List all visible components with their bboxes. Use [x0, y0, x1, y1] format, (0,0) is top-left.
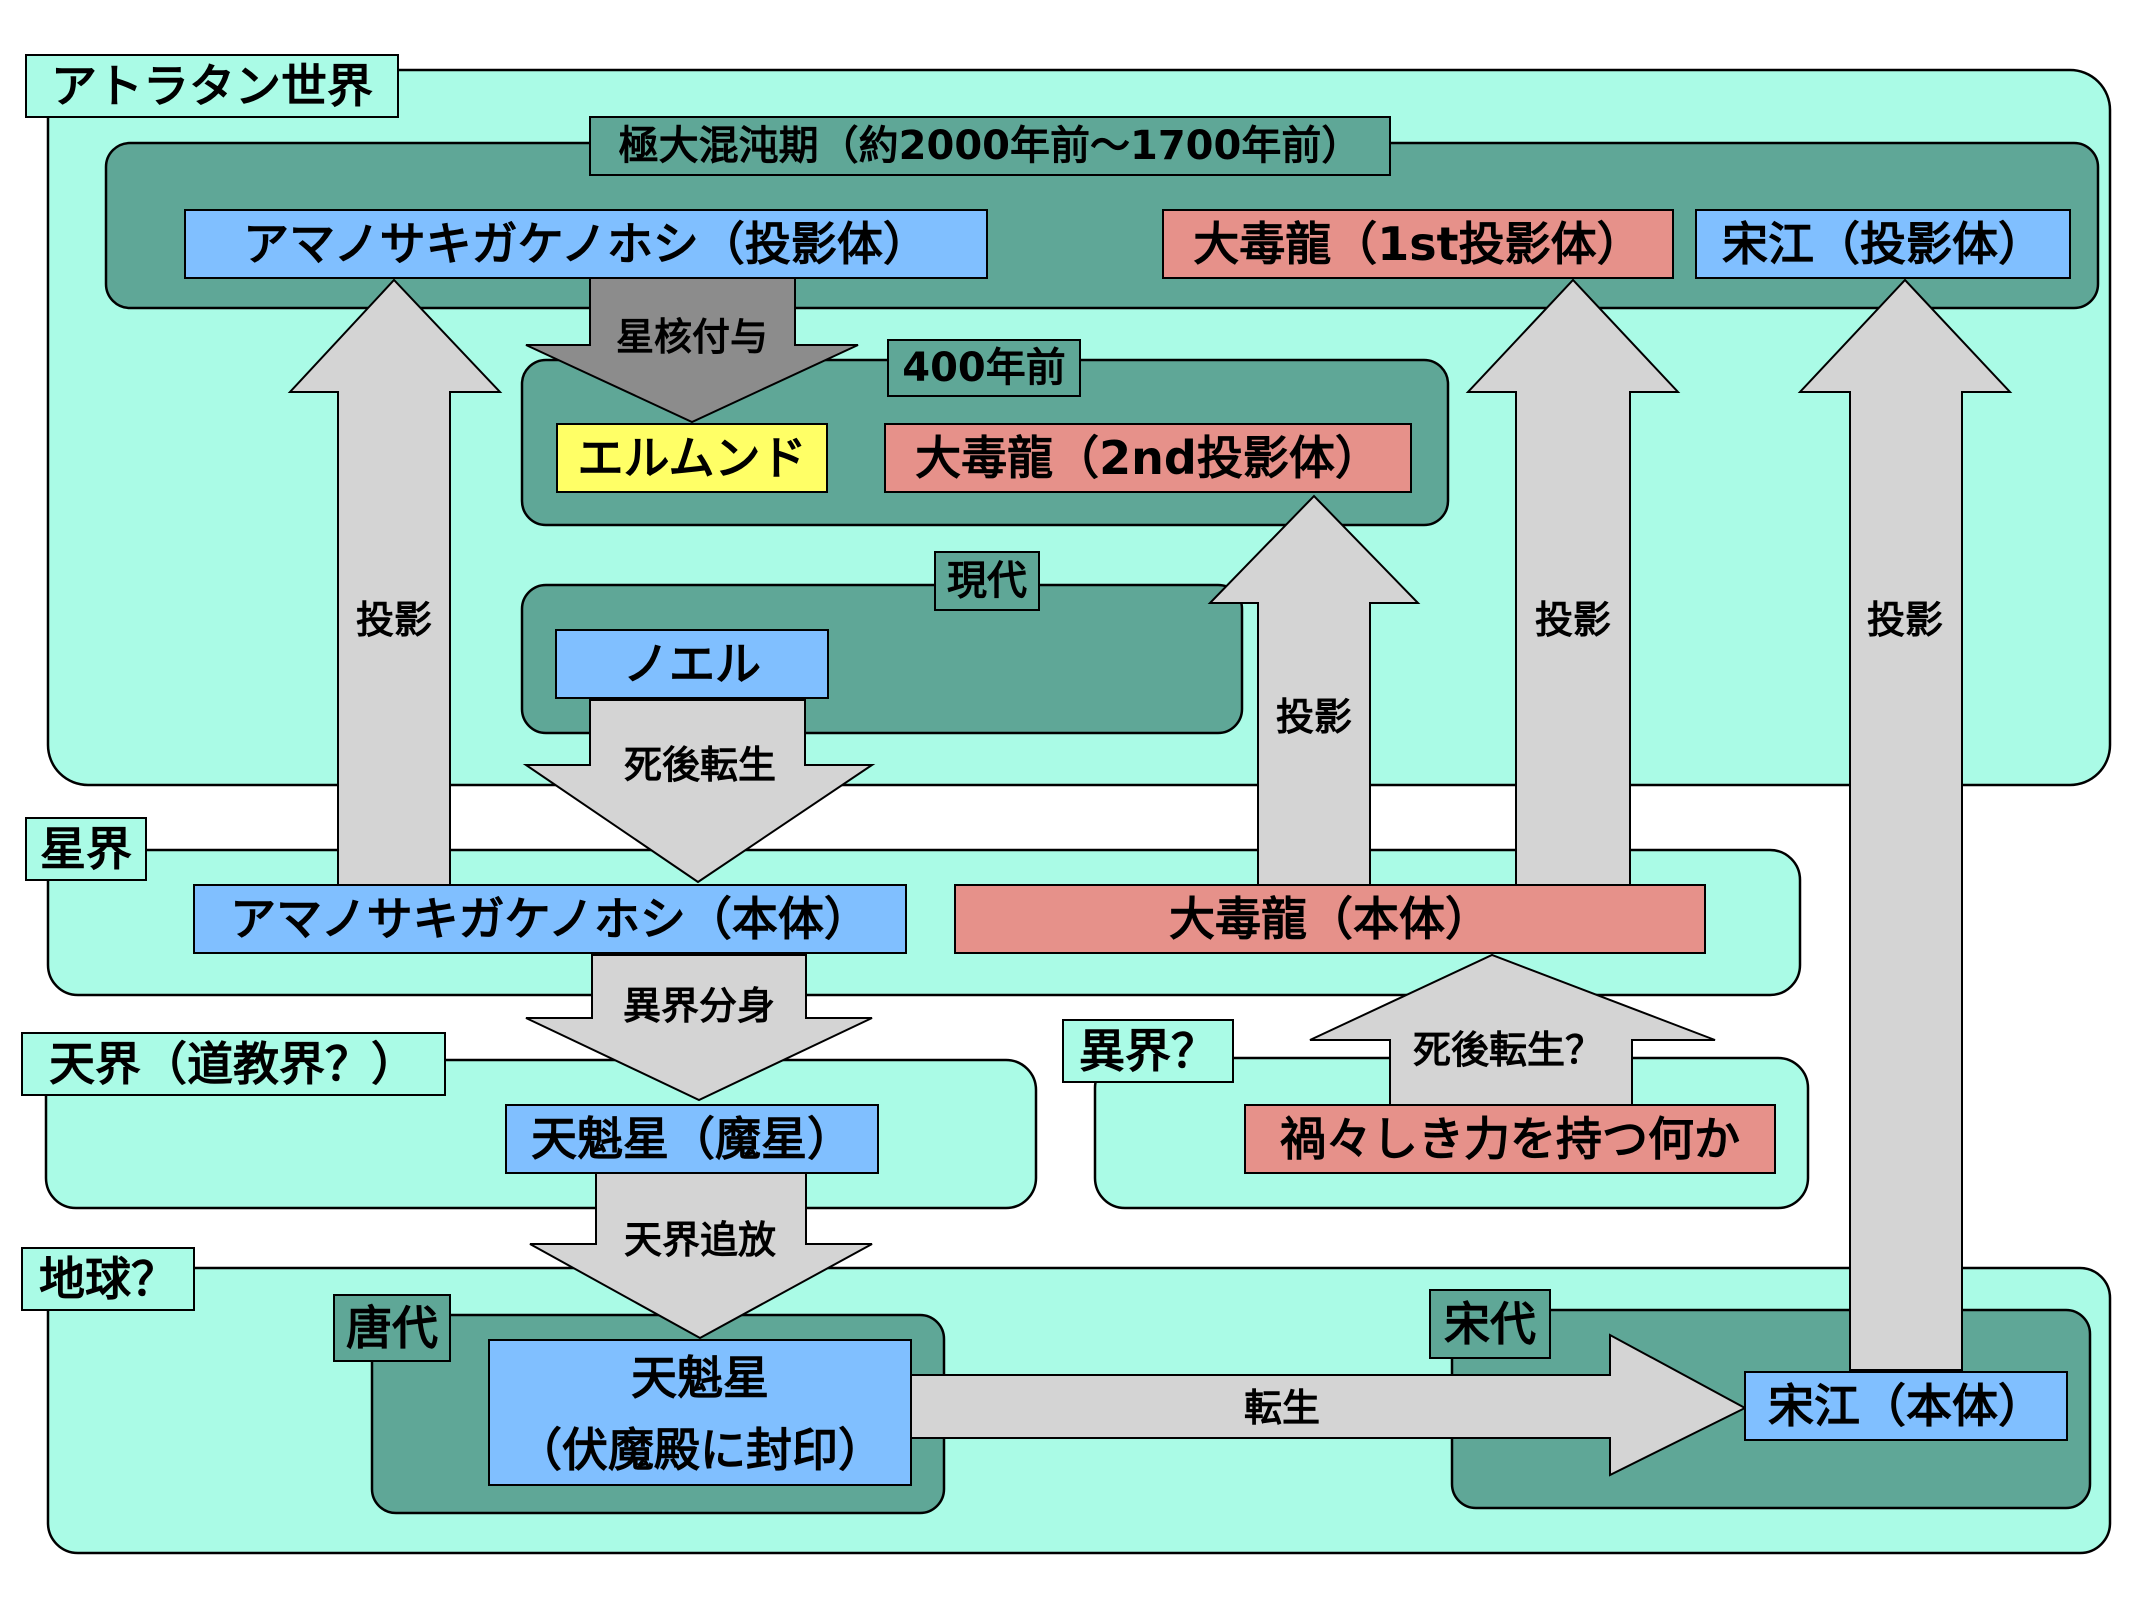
- label-400-text: 400年前: [902, 345, 1066, 391]
- arrow-reincarnation: [909, 1333, 1748, 1477]
- node-amano-projection-text: アマノサキガケノホシ（投影体）: [243, 217, 929, 271]
- arrow-projection-songjiang: [1797, 278, 2013, 1371]
- arrow-otherworld-split-label: 異界分身: [623, 984, 775, 1028]
- arrow-projection-dragon-1st: [1465, 278, 1681, 886]
- node-tenkaisei: [505, 1104, 879, 1174]
- label-kyokudai-text: 極大混沌期（約2000年前〜1700年前）: [619, 123, 1362, 169]
- label-song: [1429, 1289, 1551, 1359]
- node-dragon-body-text: 大毒龍（本体）: [1169, 892, 1491, 946]
- node-noel: [555, 629, 829, 699]
- arrow-star-core-label: 星核付与: [616, 315, 768, 359]
- node-noel-text: ノエル: [623, 637, 761, 691]
- label-kyokudai: [589, 116, 1391, 176]
- node-amano-body-text: アマノサキガケノホシ（本体）: [230, 892, 870, 946]
- label-ikai: [1062, 1019, 1234, 1083]
- node-tenkaisei-sealed: [488, 1339, 912, 1486]
- node-dragon-body: [954, 884, 1706, 954]
- label-gendai: [934, 551, 1040, 611]
- label-seikai-text: 星界: [40, 822, 132, 876]
- arrow-reincarnation-q: [1309, 953, 1716, 1106]
- label-400: [887, 339, 1081, 397]
- node-songjiang-body: [1744, 1371, 2068, 1441]
- label-seikai: [25, 817, 147, 881]
- arrow-reincarnation-label: 転生: [1244, 1386, 1320, 1430]
- label-atoratan: [25, 54, 399, 118]
- node-erumund-text: エルムンド: [577, 431, 806, 485]
- node-amano-body: [193, 884, 907, 954]
- node-dragon-1st-text: 大毒龍（1st投影体）: [1193, 217, 1642, 271]
- arrow-projection-dragon-1st-label: 投影: [1535, 598, 1611, 642]
- arrow-star-core: [525, 277, 859, 424]
- arrow-projection-amano: [287, 278, 503, 886]
- arrow-heaven-exile: [529, 1169, 873, 1340]
- node-dragon-1st: [1162, 209, 1674, 279]
- node-songjiang-projection-text: 宋江（投影体）: [1722, 217, 2044, 271]
- node-dragon-2nd-text: 大毒龍（2nd投影体）: [915, 431, 1381, 485]
- label-tang-text: 唐代: [346, 1301, 438, 1355]
- arrow-heaven-exile-label: 天界追放: [624, 1218, 776, 1262]
- node-tenkaisei-sealed-text-2: （伏魔殿に封印）: [516, 1423, 884, 1477]
- node-amano-projection: [184, 209, 988, 279]
- arrow-otherworld-split: [525, 954, 873, 1102]
- arrow-projection-songjiang-label: 投影: [1867, 598, 1943, 642]
- arrow-projection-dragon-2nd: [1207, 494, 1421, 886]
- arrow-reincarnation-noel-label: 死後転生: [624, 743, 776, 787]
- label-tang: [333, 1294, 451, 1362]
- node-magagamashiki: [1244, 1104, 1776, 1174]
- node-tenkaisei-sealed-text-1: 天魁星: [631, 1351, 769, 1405]
- arrow-reincarnation-noel: [522, 699, 876, 884]
- node-magagamashiki-text: 禍々しき力を持つ何か: [1280, 1112, 1740, 1166]
- arrow-reincarnation-q-label: 死後転生？: [1413, 1028, 1603, 1072]
- label-song-text: 宋代: [1444, 1297, 1536, 1351]
- node-dragon-2nd: [884, 423, 1412, 493]
- label-gendai-text: 現代: [947, 558, 1027, 604]
- label-tenkai-text: 天界（道教界？）: [49, 1037, 417, 1091]
- label-tenkai: [21, 1032, 446, 1096]
- label-chikyu-text: 地球？: [39, 1252, 177, 1306]
- node-tenkaisei-text: 天魁星（魔星）: [531, 1112, 853, 1166]
- node-songjiang-projection: [1695, 209, 2071, 279]
- node-songjiang-body-text: 宋江（本体）: [1768, 1379, 2044, 1433]
- node-erumund: [556, 423, 828, 493]
- label-atoratan-text: アトラタン世界: [51, 59, 373, 113]
- arrow-projection-amano-label: 投影: [356, 598, 432, 642]
- label-chikyu: [21, 1247, 195, 1311]
- label-ikai-text: 異界？: [1079, 1024, 1217, 1078]
- arrow-projection-dragon-2nd-label: 投影: [1276, 695, 1352, 739]
